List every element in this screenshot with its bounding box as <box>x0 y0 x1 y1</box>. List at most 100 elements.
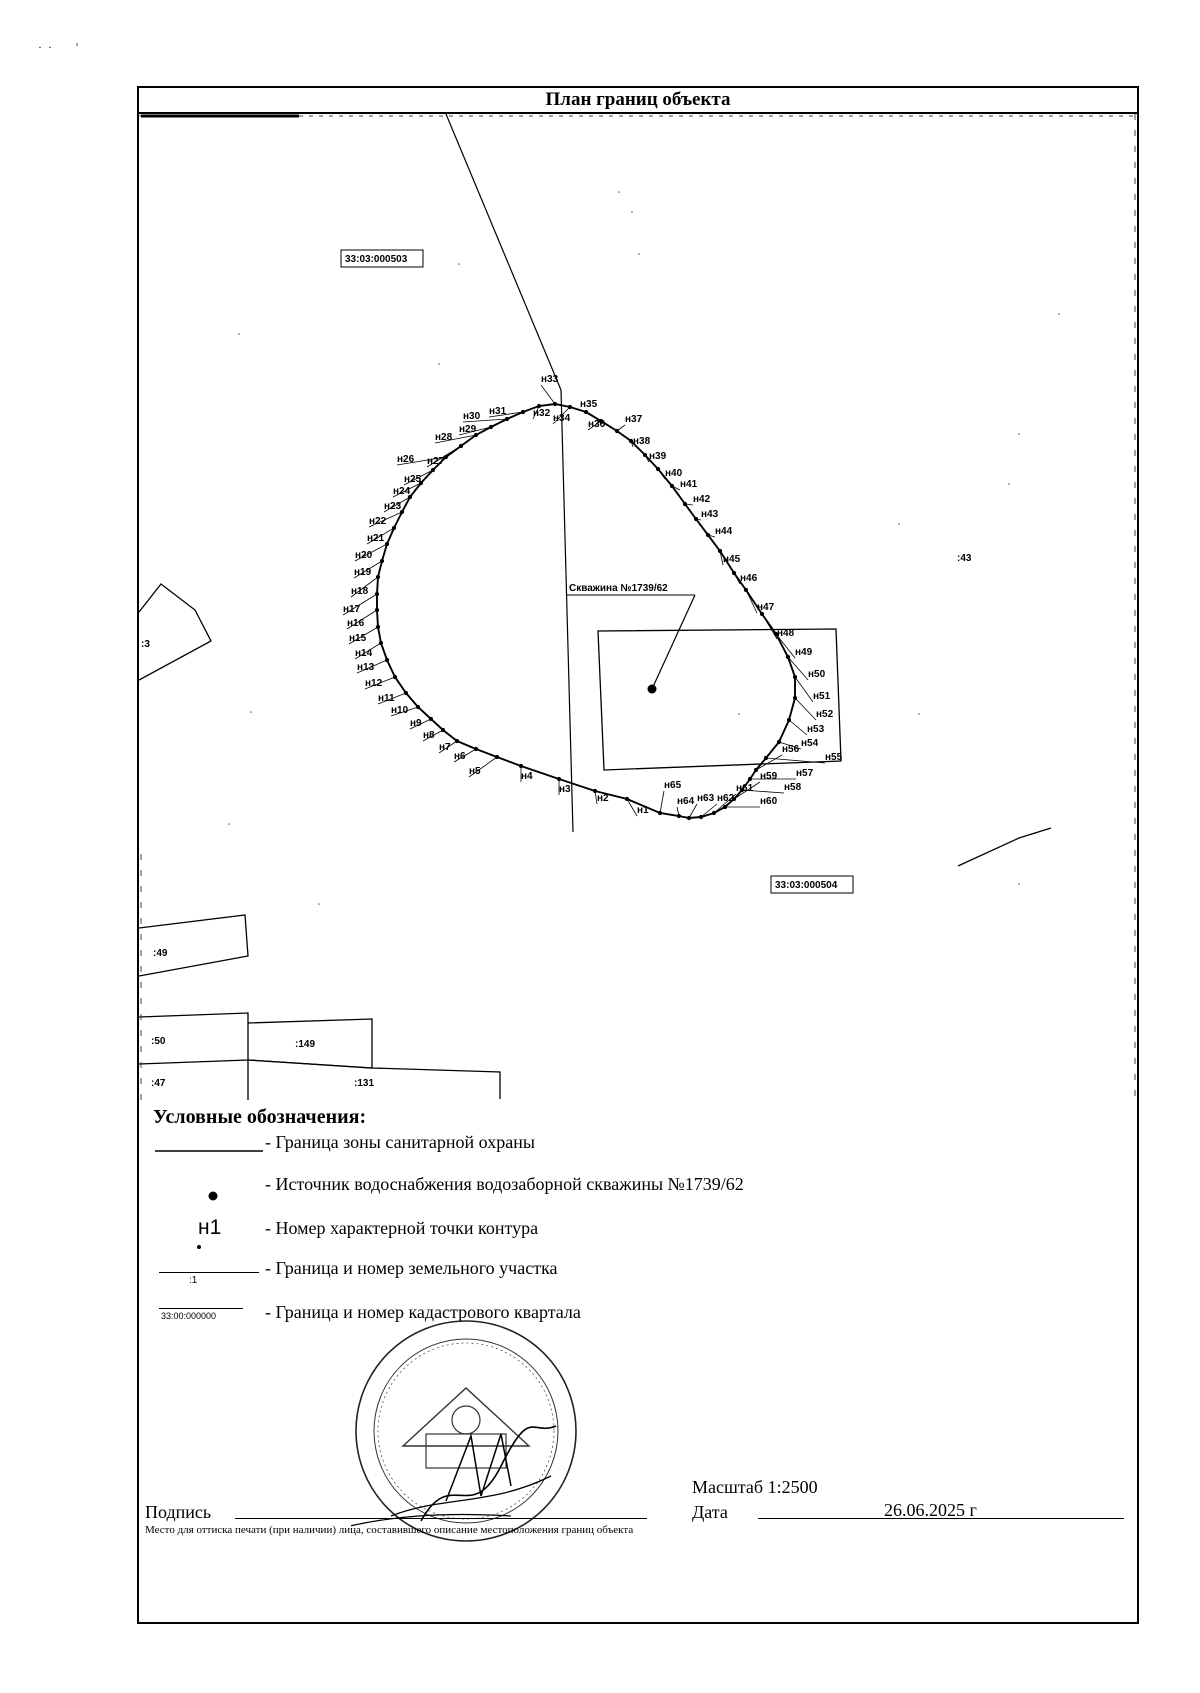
point-leader-line <box>741 789 785 794</box>
point-label: н56 <box>782 744 800 755</box>
point-label: н52 <box>816 709 834 720</box>
point-label: н13 <box>357 662 375 673</box>
legend-title: Условные обозначения: <box>153 1106 367 1128</box>
point-label: н39 <box>649 451 667 462</box>
point-label: н1 <box>637 805 649 816</box>
point-dot-icon <box>197 1245 201 1249</box>
point-leader-line <box>719 550 724 566</box>
scan-speck <box>1008 483 1010 485</box>
point-label: н36 <box>588 419 606 430</box>
point-leader-line <box>364 676 396 690</box>
point-label: н15 <box>349 633 367 644</box>
point-label: н26 <box>397 454 415 465</box>
point-leader-line <box>354 543 388 562</box>
quarter-symbol-line <box>159 1308 243 1309</box>
point-leader-line <box>342 593 378 616</box>
point-label: н48 <box>777 628 795 639</box>
point-leader-line <box>383 496 411 513</box>
point-leader-line <box>488 411 524 418</box>
point-label: н42 <box>693 494 711 505</box>
point-leader-line <box>733 572 741 585</box>
legend-text: - Граница и номер кадастрового квартала <box>265 1302 581 1322</box>
scan-speck <box>638 253 640 255</box>
point-leader-line <box>700 803 718 818</box>
point-label: н30 <box>463 411 481 422</box>
point-label: н60 <box>760 796 778 807</box>
quarter-label-box <box>770 875 854 894</box>
quarter-label: 33:03:000504 <box>775 880 838 891</box>
well-leader-line <box>651 594 696 690</box>
quarter-label-box <box>340 249 424 268</box>
point-leader-line <box>659 790 665 814</box>
point-leader-line <box>657 468 666 480</box>
scan-speck <box>918 713 920 715</box>
quarter-symbol: 33:00:000000 <box>153 1302 265 1332</box>
point-label: н38 <box>633 436 651 447</box>
point-symbol-label: н1 <box>198 1216 222 1239</box>
well-rectangle <box>597 628 842 771</box>
point-leader-line <box>462 418 508 423</box>
legend-text: - Номер характерной точки контура <box>265 1218 539 1238</box>
point-label: н6 <box>454 751 466 762</box>
scan-marks: · · ' <box>38 40 79 54</box>
scan-speck <box>250 711 252 713</box>
point-leader-line <box>671 485 681 491</box>
point-label: н37 <box>625 414 643 425</box>
parcel-label: :49 <box>153 948 168 959</box>
point-label: н41 <box>680 479 698 490</box>
parcel-symbol-line <box>159 1272 259 1273</box>
scan-speck <box>318 903 320 905</box>
point-leader-line <box>695 518 702 521</box>
parcel-symbol: :1 <box>153 1258 265 1288</box>
point-label: н55 <box>825 752 843 763</box>
road-line-2 <box>560 389 574 833</box>
scan-speck <box>738 713 740 715</box>
point-leader-line <box>453 748 477 763</box>
point-leader-line <box>368 511 403 528</box>
point-label: н35 <box>580 399 598 410</box>
point-leader-line <box>403 469 434 486</box>
point-leader-line <box>594 790 598 805</box>
point-leader-line <box>755 754 783 771</box>
point-label: н29 <box>459 424 477 435</box>
parcel-label: :50 <box>151 1036 166 1047</box>
parcel-label: :131 <box>354 1078 374 1089</box>
scan-speck <box>1058 313 1060 315</box>
point-leader-line <box>630 440 634 448</box>
date-line <box>758 1518 1124 1519</box>
point-leader-line <box>377 692 407 705</box>
point-label: н33 <box>541 374 559 385</box>
legend-text: - Граница зоны санитарной охраны <box>265 1132 535 1152</box>
point-label: н10 <box>391 705 409 716</box>
point-label: н59 <box>760 771 778 782</box>
point-label: н57 <box>796 768 814 779</box>
point-label: н27 <box>427 456 445 467</box>
scan-speck <box>458 263 460 265</box>
point-label: н58 <box>784 782 802 793</box>
point-leader-line <box>788 719 808 736</box>
point-label: н16 <box>347 618 365 629</box>
point-leader-line <box>713 793 737 814</box>
point-leader-line <box>707 534 716 538</box>
point-leader-line <box>350 576 379 598</box>
point-label: н34 <box>553 413 571 424</box>
point-label: н19 <box>354 567 372 578</box>
signature-line <box>235 1518 647 1519</box>
quarter-symbol-label: 33:00:000000 <box>161 1311 217 1321</box>
well-dot-icon <box>647 684 657 694</box>
quarter-label: 33:03:000503 <box>345 254 408 265</box>
point-leader-line <box>794 676 814 703</box>
point-leader-line <box>552 406 571 425</box>
point-leader-line <box>616 424 626 432</box>
point-label: н54 <box>801 738 819 749</box>
point-label: н32 <box>533 408 551 419</box>
point-label: н28 <box>435 432 453 443</box>
point-leader-line <box>676 806 680 817</box>
seal-stamp-icon <box>351 1320 577 1542</box>
point-label: н45 <box>723 554 741 565</box>
point-leader-line <box>468 756 498 778</box>
point-leader-line <box>644 454 650 463</box>
point-leader-line <box>422 729 444 742</box>
point-label: н65 <box>664 780 682 791</box>
point-leader-line <box>458 426 492 436</box>
